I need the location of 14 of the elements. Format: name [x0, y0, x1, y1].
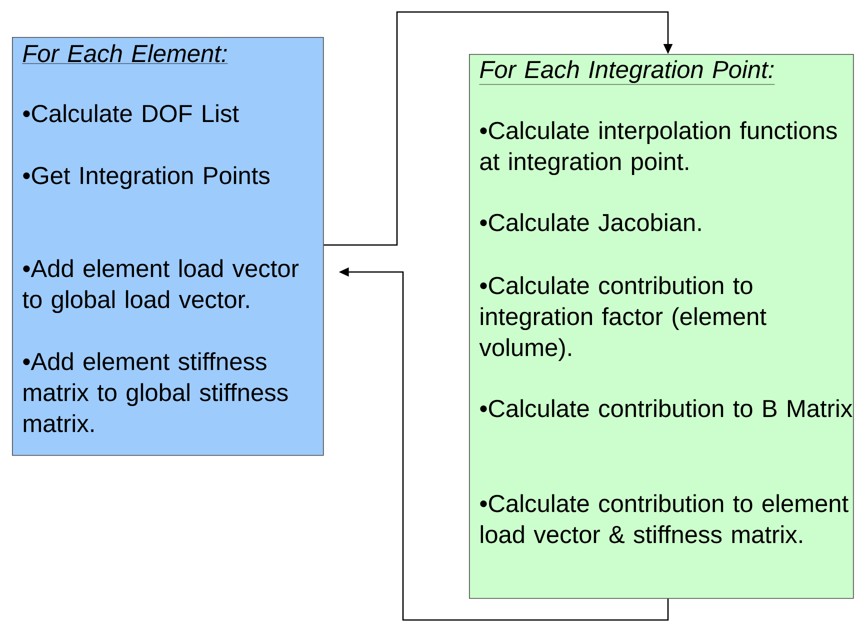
list-item: •Calculate Jacobian. [480, 213, 701, 232]
process-box [12, 37, 324, 456]
list-item: •Calculate contribution to integration factor (element volume). [479, 276, 766, 362]
arrow [324, 11, 673, 246]
list-item: •Calculate interpolation functions at integration point. [480, 121, 837, 176]
list-item: •Get Integration Points [23, 166, 270, 190]
list-item: •Add element load vector to global load vector. [22, 259, 299, 314]
list-item: •Calculate contribution to element load vector & stiffness matrix. [480, 494, 848, 544]
process-box [469, 54, 854, 599]
list-item: •Add element stiffness matrix to global stiffness matrix. [23, 352, 288, 432]
heading: For Each Element: [22, 44, 228, 64]
list-item: •Calculate DOF List [23, 104, 239, 122]
list-item: •Calculate contribution to B Matrix [480, 399, 852, 418]
heading: For Each Integration Point: [479, 60, 775, 85]
